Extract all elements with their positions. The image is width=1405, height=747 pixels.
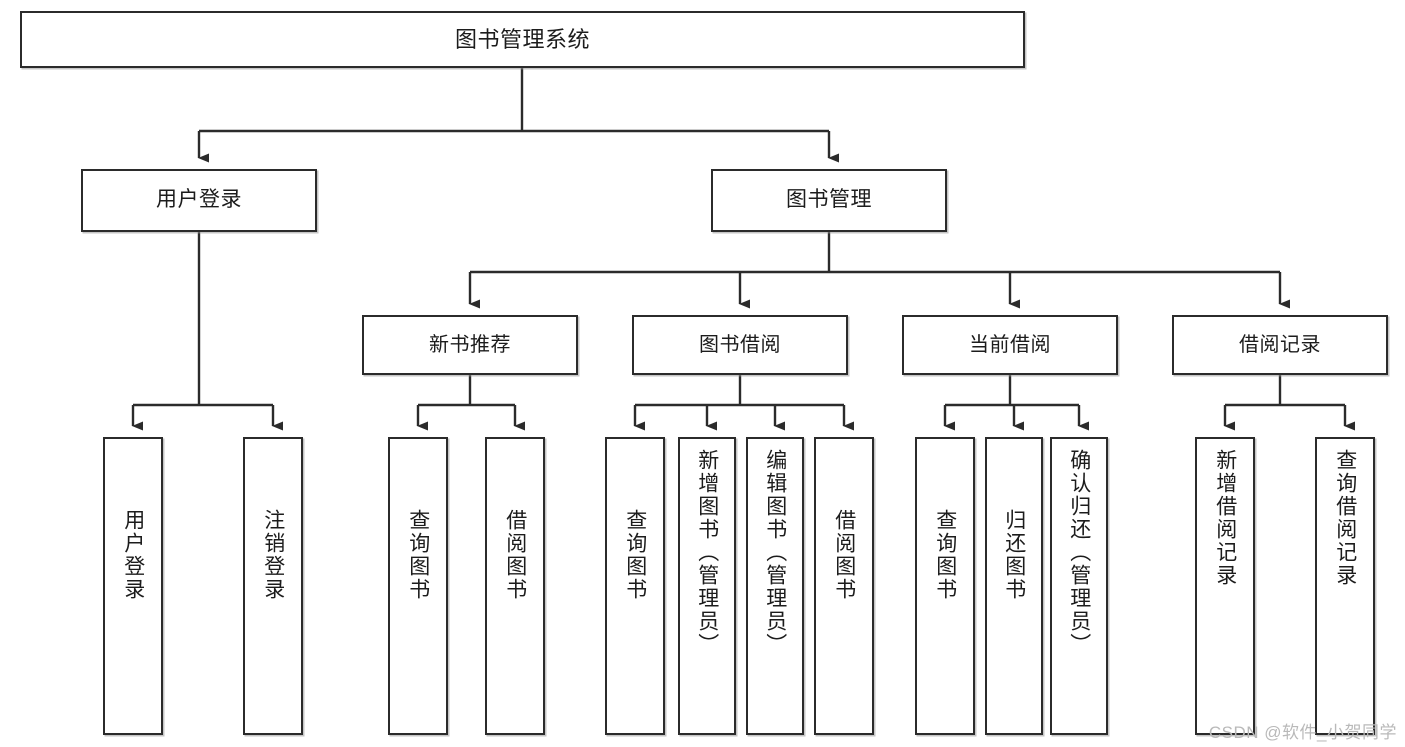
leaf-logout[interactable]: 注销登录: [243, 437, 303, 735]
leaf-query-book-current[interactable]: 查询图书: [915, 437, 975, 735]
node-new-book-recommend[interactable]: 新书推荐: [362, 315, 578, 375]
node-borrow-record[interactable]: 借阅记录: [1172, 315, 1388, 375]
leaf-query-book-current-label: 查询图书: [933, 509, 957, 601]
node-book-borrow[interactable]: 图书借阅: [632, 315, 848, 375]
leaf-confirm-return-admin-label: 确认归还（管理员）: [1067, 449, 1091, 656]
leaf-add-borrow-record-label: 新增借阅记录: [1213, 449, 1237, 587]
leaf-user-login-label: 用户登录: [121, 509, 145, 601]
leaf-borrow-book-recommend[interactable]: 借阅图书: [485, 437, 545, 735]
leaf-add-book-admin-label: 新增图书（管理员）: [695, 449, 719, 656]
node-user-login-label: 用户登录: [156, 188, 242, 212]
leaf-query-book-recommend-label: 查询图书: [406, 509, 430, 601]
leaf-logout-label: 注销登录: [261, 509, 285, 601]
leaf-borrow-book[interactable]: 借阅图书: [814, 437, 874, 735]
node-root[interactable]: 图书管理系统: [20, 11, 1025, 68]
leaf-edit-book-admin-label: 编辑图书（管理员）: [763, 449, 787, 656]
leaf-query-borrow-record[interactable]: 查询借阅记录: [1315, 437, 1375, 735]
leaf-query-borrow-record-label: 查询借阅记录: [1333, 449, 1357, 587]
leaf-return-book[interactable]: 归还图书: [985, 437, 1043, 735]
leaf-borrow-book-label: 借阅图书: [832, 509, 856, 601]
leaf-query-book-borrow[interactable]: 查询图书: [605, 437, 665, 735]
leaf-confirm-return-admin[interactable]: 确认归还（管理员）: [1050, 437, 1108, 735]
node-borrow-record-label: 借阅记录: [1239, 333, 1321, 356]
leaf-borrow-book-recommend-label: 借阅图书: [503, 509, 527, 601]
leaf-query-book-borrow-label: 查询图书: [623, 509, 647, 601]
node-current-borrow[interactable]: 当前借阅: [902, 315, 1118, 375]
leaf-edit-book-admin[interactable]: 编辑图书（管理员）: [746, 437, 804, 735]
node-book-management-label: 图书管理: [786, 188, 872, 212]
csdn-watermark: CSDN @软件_小贺同学: [1208, 723, 1397, 742]
node-book-borrow-label: 图书借阅: [699, 333, 781, 356]
leaf-add-borrow-record[interactable]: 新增借阅记录: [1195, 437, 1255, 735]
leaf-return-book-label: 归还图书: [1002, 509, 1026, 601]
node-user-login[interactable]: 用户登录: [81, 169, 317, 232]
node-root-label: 图书管理系统: [454, 26, 590, 52]
leaf-user-login[interactable]: 用户登录: [103, 437, 163, 735]
node-current-borrow-label: 当前借阅: [969, 333, 1051, 356]
node-book-management[interactable]: 图书管理: [711, 169, 947, 232]
leaf-add-book-admin[interactable]: 新增图书（管理员）: [678, 437, 736, 735]
leaf-query-book-recommend[interactable]: 查询图书: [388, 437, 448, 735]
node-new-book-recommend-label: 新书推荐: [429, 333, 511, 356]
